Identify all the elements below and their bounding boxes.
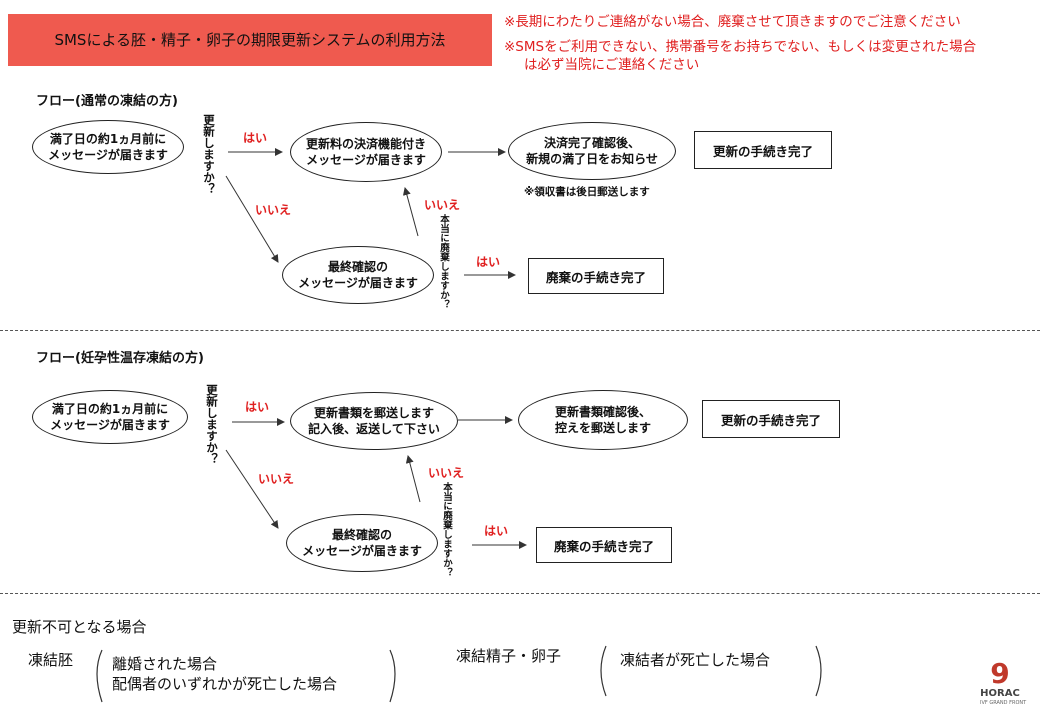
warning-note-3: は必ず当院にご連絡ください [524, 57, 700, 73]
flow2-really-yes-label: はい [484, 524, 509, 538]
flow2-mail-text: 更新書類を郵送します 記入後、返送して下さい [308, 406, 440, 436]
arrow-f2-really-no [405, 455, 421, 503]
flow2-really-no-label: いいえ [428, 466, 465, 480]
flow1-really-question: 本当に廃棄しますか？ [438, 214, 449, 309]
logo-name: HORAC [980, 688, 1020, 699]
flow1-complete-text: 更新の手続き完了 [712, 143, 813, 159]
embryo-conditions: 離婚された場合 配偶者のいずれかが死亡した場合 [112, 655, 338, 693]
page-title: SMSによる胚・精子・卵子の期限更新システムの利用方法 [8, 14, 492, 66]
flow2-confirm-text: 更新書類確認後、 控えを郵送します [554, 405, 651, 435]
warning-note-1: ※長期にわたりご連絡がない場合、廃棄させて頂きますのでご注意ください [504, 14, 961, 30]
gamete-conditions: 凍結者が死亡した場合 [620, 651, 771, 669]
arrow-f1-really-no [402, 187, 419, 237]
flow1-yes-label: はい [243, 131, 268, 145]
bracket-left-2 [600, 645, 607, 697]
section-divider-2 [0, 593, 1040, 594]
arrow-f1-no [225, 175, 279, 263]
flow1-really-no-label: いいえ [424, 198, 461, 212]
flow1-payment-text: 更新料の決済機能付き メッセージが届きます [305, 137, 426, 167]
flow2-label: フロー(妊孕性温存凍結の方) [36, 351, 204, 366]
logo-mark-icon: 9 [990, 657, 1010, 690]
flow1-payment-node: 更新料の決済機能付き メッセージが届きます [290, 122, 442, 182]
clinic-logo: 9 HORAC IVF GRAND FRONT [980, 657, 1027, 710]
flow2-final-check-text: 最終確認の メッセージが届きます [302, 528, 422, 558]
section-divider-1 [0, 330, 1040, 331]
flow1-no-label: いいえ [255, 203, 292, 217]
flow1-complete-box: 更新の手続き完了 [694, 131, 832, 169]
flow1-start-node: 満了日の約1ヵ月前に メッセージが届きます [32, 120, 184, 174]
bracket-right-1 [389, 649, 396, 703]
flow2-confirm-node: 更新書類確認後、 控えを郵送します [518, 390, 688, 450]
embryo-label: 凍結胚 [28, 651, 74, 669]
flow2-complete-box: 更新の手続き完了 [702, 400, 840, 438]
flow1-label: フロー(通常の凍結の方) [36, 94, 178, 109]
bracket-right-2 [815, 645, 822, 697]
flow1-confirm-text: 決済完了確認後、 新規の満了日をお知らせ [526, 136, 658, 166]
flow1-final-check-node: 最終確認の メッセージが届きます [282, 246, 434, 304]
flow2-discard-text: 廃棄の手続き完了 [553, 538, 654, 554]
flow2-yes-label: はい [245, 400, 270, 414]
flow2-start-node: 満了日の約1ヵ月前に メッセージが届きます [32, 390, 188, 444]
arrow-f2-no [225, 449, 279, 529]
flow1-confirm-node: 決済完了確認後、 新規の満了日をお知らせ [508, 122, 676, 180]
flow2-complete-text: 更新の手続き完了 [720, 412, 821, 428]
flow1-start-text: 満了日の約1ヵ月前に メッセージが届きます [48, 132, 168, 162]
flow1-final-check-text: 最終確認の メッセージが届きます [298, 260, 418, 290]
flow1-discard-text: 廃棄の手続き完了 [545, 269, 646, 285]
flow2-really-question: 本当に廃棄しますか？ [441, 482, 452, 577]
flow2-final-check-node: 最終確認の メッセージが届きます [286, 514, 438, 572]
flow1-really-yes-label: はい [476, 255, 501, 269]
conditions-title: 更新不可となる場合 [12, 618, 147, 636]
gamete-label: 凍結精子・卵子 [456, 647, 562, 665]
flow2-start-text: 満了日の約1ヵ月前に メッセージが届きます [50, 402, 170, 432]
flow1-question: 更新しますか？ [202, 114, 216, 195]
flow1-discard-box: 廃棄の手続き完了 [528, 258, 664, 294]
flow1-receipt-note: ※領収書は後日郵送します [524, 186, 650, 198]
bracket-left-1 [96, 649, 103, 703]
flow2-mail-node: 更新書類を郵送します 記入後、返送して下さい [290, 392, 458, 450]
flow2-discard-box: 廃棄の手続き完了 [536, 527, 672, 563]
flow2-question: 更新しますか？ [205, 384, 219, 465]
warning-note-2: ※SMSをご利用できない、携帯番号をお持ちでない、もしくは変更された場合 [504, 39, 977, 55]
flow2-no-label: いいえ [258, 472, 295, 486]
logo-sub: IVF GRAND FRONT [980, 700, 1027, 706]
